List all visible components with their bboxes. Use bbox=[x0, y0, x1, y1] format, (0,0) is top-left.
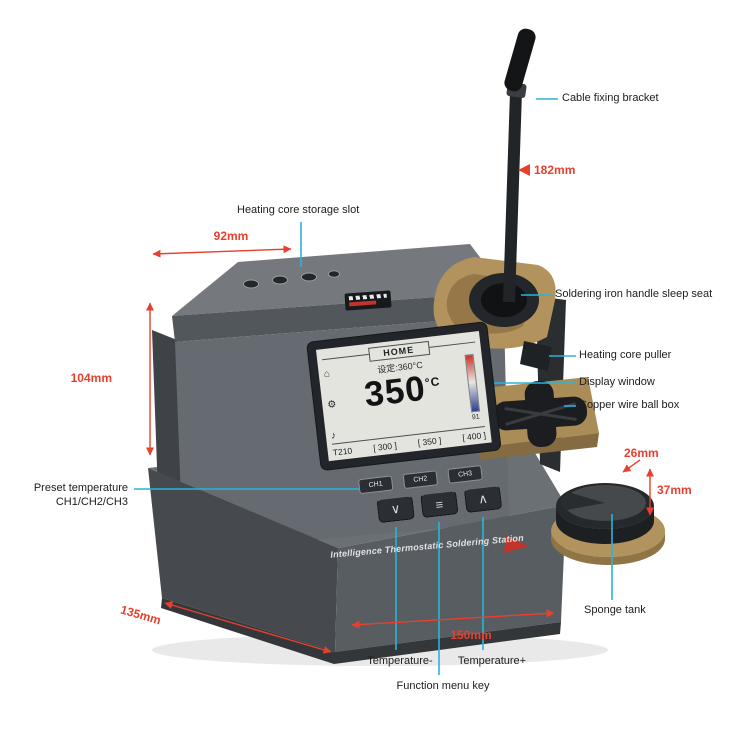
cable-fixing-bracket-part bbox=[504, 28, 536, 92]
sponge-tank-part bbox=[551, 483, 665, 565]
menu-icon: ≡ bbox=[434, 496, 444, 513]
callout-preset-line1: Preset temperature bbox=[33, 482, 128, 494]
gauge-bar bbox=[464, 353, 480, 413]
sound-icon: ♪ bbox=[330, 430, 337, 442]
temperature-unit: °C bbox=[424, 374, 442, 390]
header-line bbox=[322, 353, 369, 361]
gear-icon: ⚙ bbox=[326, 398, 337, 411]
ch3-button: CH3 bbox=[447, 465, 483, 484]
callout-function-menu-key: Function menu key bbox=[396, 680, 490, 692]
display-window: HOME ⌂ ⚙ ♪ 设定:360°C 350°C 91 T bbox=[306, 321, 502, 472]
callout-temperature-minus: Temperature- bbox=[367, 655, 433, 667]
callout-display-window: Display window bbox=[579, 376, 655, 388]
screen-temperature-area: 设定:360°C 350°C bbox=[338, 351, 469, 442]
chevron-up-icon: ∧ bbox=[477, 490, 489, 507]
temperature-down-button: ∨ bbox=[376, 495, 415, 524]
dimension-tank-height: 37mm bbox=[657, 483, 692, 497]
callout-sponge-tank: Sponge tank bbox=[584, 604, 646, 616]
function-menu-button: ≡ bbox=[420, 490, 459, 519]
callout-temperature-plus: Temperature+ bbox=[457, 655, 527, 667]
dimension-top-width: 92mm bbox=[213, 229, 249, 243]
preset-400: [ 400 ] bbox=[461, 429, 487, 443]
dimension-lines bbox=[146, 245, 654, 654]
dimension-iron-length: 182mm bbox=[534, 163, 576, 177]
soldering-iron bbox=[503, 28, 536, 302]
callout-heating-core-puller: Heating core puller bbox=[579, 349, 672, 361]
length-arrowhead bbox=[518, 164, 530, 176]
heating-core-storage-slot bbox=[243, 270, 340, 289]
callout-heating-core-storage-slot: Heating core storage slot bbox=[237, 204, 360, 216]
ch2-button: CH2 bbox=[402, 470, 439, 490]
temperature-value: 350 bbox=[362, 368, 428, 415]
header-line bbox=[428, 341, 476, 348]
gauge-value: 91 bbox=[471, 413, 481, 422]
screen: HOME ⌂ ⚙ ♪ 设定:360°C 350°C 91 T bbox=[315, 331, 492, 462]
chevron-down-icon: ∨ bbox=[389, 500, 402, 517]
heating-core-puller-part bbox=[520, 341, 552, 371]
temperature-up-button: ∧ bbox=[463, 485, 503, 514]
home-icon: ⌂ bbox=[323, 368, 331, 381]
callout-preset-temperature: Preset temperature CH1/CH2/CH3 bbox=[14, 481, 128, 509]
brand-logo-text bbox=[348, 293, 387, 301]
preset-350: [ 350 ] bbox=[417, 434, 442, 448]
callout-preset-line2: CH1/CH2/CH3 bbox=[55, 496, 128, 508]
brand-logo bbox=[344, 290, 392, 311]
callout-sleep-seat: Soldering iron handle sleep seat bbox=[555, 288, 713, 300]
base-logo-triangle bbox=[504, 536, 529, 553]
callout-copper-wire-ball-box: Copper wire ball box bbox=[579, 399, 680, 411]
dimension-tank-rim: 26mm bbox=[624, 446, 659, 460]
dimension-body-height: 104mm bbox=[70, 371, 112, 385]
callout-cable-fixing-bracket: Cable fixing bracket bbox=[562, 92, 659, 104]
ch1-button: CH1 bbox=[357, 475, 394, 495]
brand-logo-accent bbox=[349, 300, 377, 307]
dimension-base-width: 150mm bbox=[450, 628, 492, 642]
tip-model: T210 bbox=[332, 444, 353, 458]
preset-300: [ 300 ] bbox=[372, 439, 398, 453]
